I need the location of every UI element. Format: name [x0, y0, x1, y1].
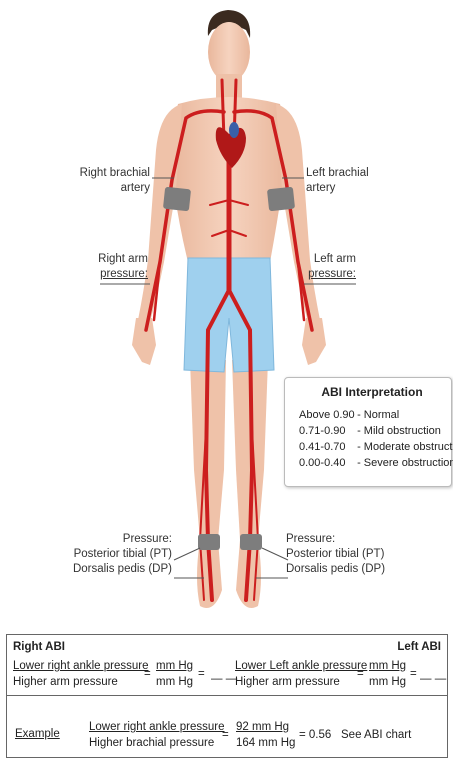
body-illustration — [0, 0, 453, 610]
abi-row: 0.41-0.70 - Moderate obstruction — [299, 439, 445, 455]
left-arm-cuff — [267, 187, 295, 212]
left-denominator: Higher arm pressure — [235, 676, 340, 689]
left-numerator: Lower Left ankle pressure — [235, 660, 367, 673]
neck — [216, 74, 242, 100]
abi-row: 0.00-0.40 - Severe obstruction — [299, 455, 445, 471]
abi-row: 0.71-0.90 - Mild obstruction — [299, 423, 445, 439]
right-unit-den: mm Hg — [156, 676, 193, 689]
equals-sign: = — [357, 668, 364, 681]
left-pt-label: Pressure: Posterior tibial (PT) Dorsalis… — [286, 532, 426, 577]
equals-sign: = — [198, 668, 205, 681]
equals-sign: = — [410, 668, 417, 681]
right-ankle-cuff — [198, 534, 220, 550]
left-unit-num: mm Hg — [369, 660, 406, 673]
equals-sign: = — [222, 729, 229, 742]
example-numerator: Lower right ankle pressure — [89, 721, 225, 734]
left-unit-den: mm Hg — [369, 676, 406, 689]
table-divider — [7, 695, 447, 696]
left-arm — [276, 104, 320, 322]
right-unit-num: mm Hg — [156, 660, 193, 673]
right-blank: — — — [211, 673, 237, 686]
left-brachial-label: Left brachial artery — [306, 166, 406, 196]
abi-interpretation-box: ABI Interpretation Above 0.90 - Normal 0… — [284, 377, 452, 487]
example-label: Example — [15, 728, 60, 741]
right-arm — [138, 104, 182, 322]
left-hand — [302, 318, 326, 365]
left-ankle-cuff — [240, 534, 262, 550]
left-blank: — — — [420, 673, 446, 686]
right-abi-title: Right ABI — [13, 641, 65, 654]
example-note: See ABI chart — [341, 729, 411, 742]
right-arm-pressure-label: Right arm pressure: — [60, 252, 148, 282]
left-abi-title: Left ABI — [397, 641, 441, 654]
example-value-den: 164 mm Hg — [236, 737, 295, 750]
example-denominator: Higher brachial pressure — [89, 737, 214, 750]
abi-calculation-table: Right ABI Left ABI Lower right ankle pre… — [6, 634, 448, 758]
abi-interpretation-title: ABI Interpretation — [299, 385, 445, 399]
example-result: = 0.56 — [299, 729, 331, 742]
example-value-num: 92 mm Hg — [236, 721, 289, 734]
right-arm-cuff — [163, 187, 191, 212]
right-denominator: Higher arm pressure — [13, 676, 118, 689]
equals-sign: = — [144, 668, 151, 681]
right-brachial-label: Right brachial artery — [60, 166, 150, 196]
right-hand — [132, 318, 156, 365]
right-numerator: Lower right ankle pressure — [13, 660, 149, 673]
abi-row: Above 0.90 - Normal — [299, 407, 445, 423]
right-pt-label: Pressure: Posterior tibial (PT) Dorsalis… — [40, 532, 172, 577]
head — [208, 22, 250, 82]
left-arm-pressure-label: Left arm pressure: — [280, 252, 356, 282]
